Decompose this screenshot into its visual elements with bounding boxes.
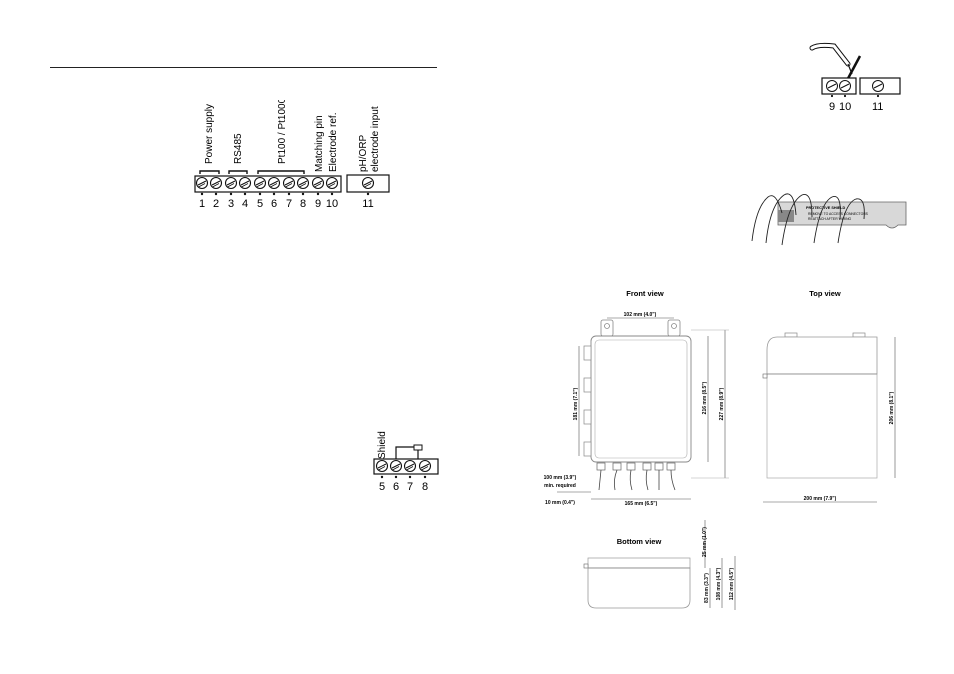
dim-108mm: 108 mm (4.3") [716,567,722,600]
dim-112mm: 112 mm (4.5") [729,567,735,600]
front-view-drawing: Front view 102 mm (4.0") 181 mm (7.1") 2… [544,289,729,507]
bottom-view-title: Bottom view [617,537,662,546]
terminal-number: 4 [242,198,248,210]
dim-206mm: 206 mm (8.1") [889,391,895,424]
front-view-title: Front view [626,289,664,298]
number-9: 9 [829,101,835,113]
terminal-number: 8 [300,198,306,210]
terminal-number: 1 [199,198,205,210]
terminal-number: 5 [257,198,263,210]
number-11: 11 [872,101,883,113]
terminal-number: 6 [271,198,277,210]
dim-100mm: 100 mm (3.9") [544,475,577,481]
dim-216mm: 216 mm (8.5") [702,381,708,414]
dim-25mm: 25 mm (1.0") [702,527,708,557]
terminal-number: 9 [315,198,321,210]
dim-102mm: 102 mm (4.0") [624,312,657,318]
dim-min-required: min. required [544,483,576,489]
label-ph-orp: pH/ORP [358,134,369,172]
dim-165mm: 165 mm (6.5") [625,501,658,507]
shield-terminal-number: 6 [393,481,399,493]
shield-note-2: REMOVE TO ACCESS CONNECTORS [808,212,869,216]
protective-shield-plate: PROTECTIVE SHIELD REMOVE TO ACCESS CONNE… [751,193,907,246]
label-power-supply: Power supply [204,104,215,164]
dim-83mm: 83 mm (3.3") [704,573,710,603]
top-view-drawing: Top view 206 mm (8.1") 200 mm (7.9") [762,289,896,503]
label-matching-pin: Matching pin [314,115,325,172]
label-electrode-ref: Electrode ref. [328,113,339,172]
terminal-number: 10 [326,198,338,210]
shield-terminal-number: 8 [422,481,428,493]
label-rs485: RS485 [233,133,244,164]
number-10: 10 [839,101,851,113]
section-divider [50,67,437,68]
dim-181mm: 181 mm (7.1") [573,387,579,420]
shield-terminal-number: 7 [407,481,413,493]
terminal-number: 2 [213,198,219,210]
shield-note-1: PROTECTIVE SHIELD [806,206,845,210]
terminal-number: 11 [362,198,373,210]
bottom-view-drawing: Bottom view 25 mm (1.0") 83 mm (3.3") 10… [583,520,736,610]
dim-227mm: 227 mm (8.9") [719,387,725,420]
terminal-number: 7 [286,198,292,210]
terminal-strip-diagram: Power supply RS485 Pt100 / Pt1000 Matchi… [194,100,390,210]
shield-note-3: REATTACH AFTER WIRING [808,217,852,221]
dim-10mm: 10 mm (0.4") [545,500,575,506]
label-pt100: Pt100 / Pt1000 [277,100,288,164]
wire-insertion-detail: 9 10 11 [809,42,901,113]
top-view-title: Top view [809,289,841,298]
dim-200mm: 200 mm (7.9") [804,496,837,502]
shield-terminal-number: 5 [379,481,385,493]
label-shield: Shield [377,431,388,459]
label-electrode-input: electrode input [370,106,381,172]
terminal-number: 3 [228,198,234,210]
